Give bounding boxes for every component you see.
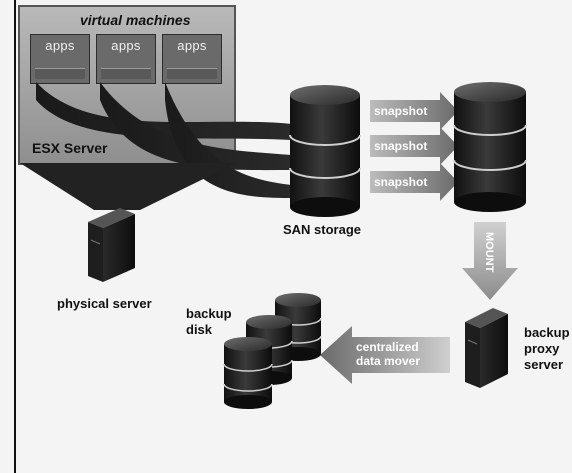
esx-to-server-funnel (20, 163, 236, 210)
data-mover-label-line-2: data mover (356, 354, 421, 368)
vm-box-3: apps (162, 34, 222, 84)
vm-data-stream-2 (100, 82, 292, 171)
snapshot-label-1: snapshot (374, 104, 428, 118)
vm-label: apps (111, 38, 141, 53)
virtual-machines-title: virtual machines (80, 12, 191, 28)
mount-arrow (462, 222, 518, 300)
snapshot-label-3: snapshot (374, 175, 428, 189)
snapshot-label-2: snapshot (374, 139, 428, 153)
vm-label: apps (45, 38, 75, 53)
vm-os-bar (101, 68, 151, 79)
snapshot-arrow-2 (370, 127, 458, 165)
vm-box-2: apps (96, 34, 156, 84)
esx-server-label: ESX Server (32, 140, 108, 156)
backup-proxy-label-line-3: server (524, 357, 564, 372)
snapshot-arrow-3 (370, 163, 458, 201)
vm-label: apps (177, 38, 207, 53)
vm-os-bar (167, 68, 217, 79)
physical-server-icon (88, 208, 135, 282)
data-mover-label-line-1: centralized (356, 340, 419, 354)
san-storage-cylinder (289, 85, 361, 217)
backup-proxy-label-line-2: proxy (524, 341, 560, 356)
backup-disk-cylinder-front (223, 337, 273, 409)
vm-os-bar (35, 68, 85, 79)
vm-box-1: apps (30, 34, 90, 84)
left-border-rule (14, 0, 16, 473)
snapshot-arrow-1 (370, 92, 458, 130)
backup-disk-label-line-2: disk (186, 322, 213, 337)
san-storage-label: SAN storage (283, 222, 362, 237)
vm-data-stream-1 (36, 82, 292, 140)
mount-label: MOUNT (483, 232, 495, 273)
data-mover-arrow (320, 326, 450, 384)
backup-disk-label-line-1: backup (186, 306, 232, 321)
physical-server-label: physical server (57, 296, 152, 311)
backup-proxy-label-line-1: backup (524, 325, 570, 340)
snapshot-target-cylinder (453, 82, 527, 212)
backup-proxy-server-icon (465, 308, 508, 388)
